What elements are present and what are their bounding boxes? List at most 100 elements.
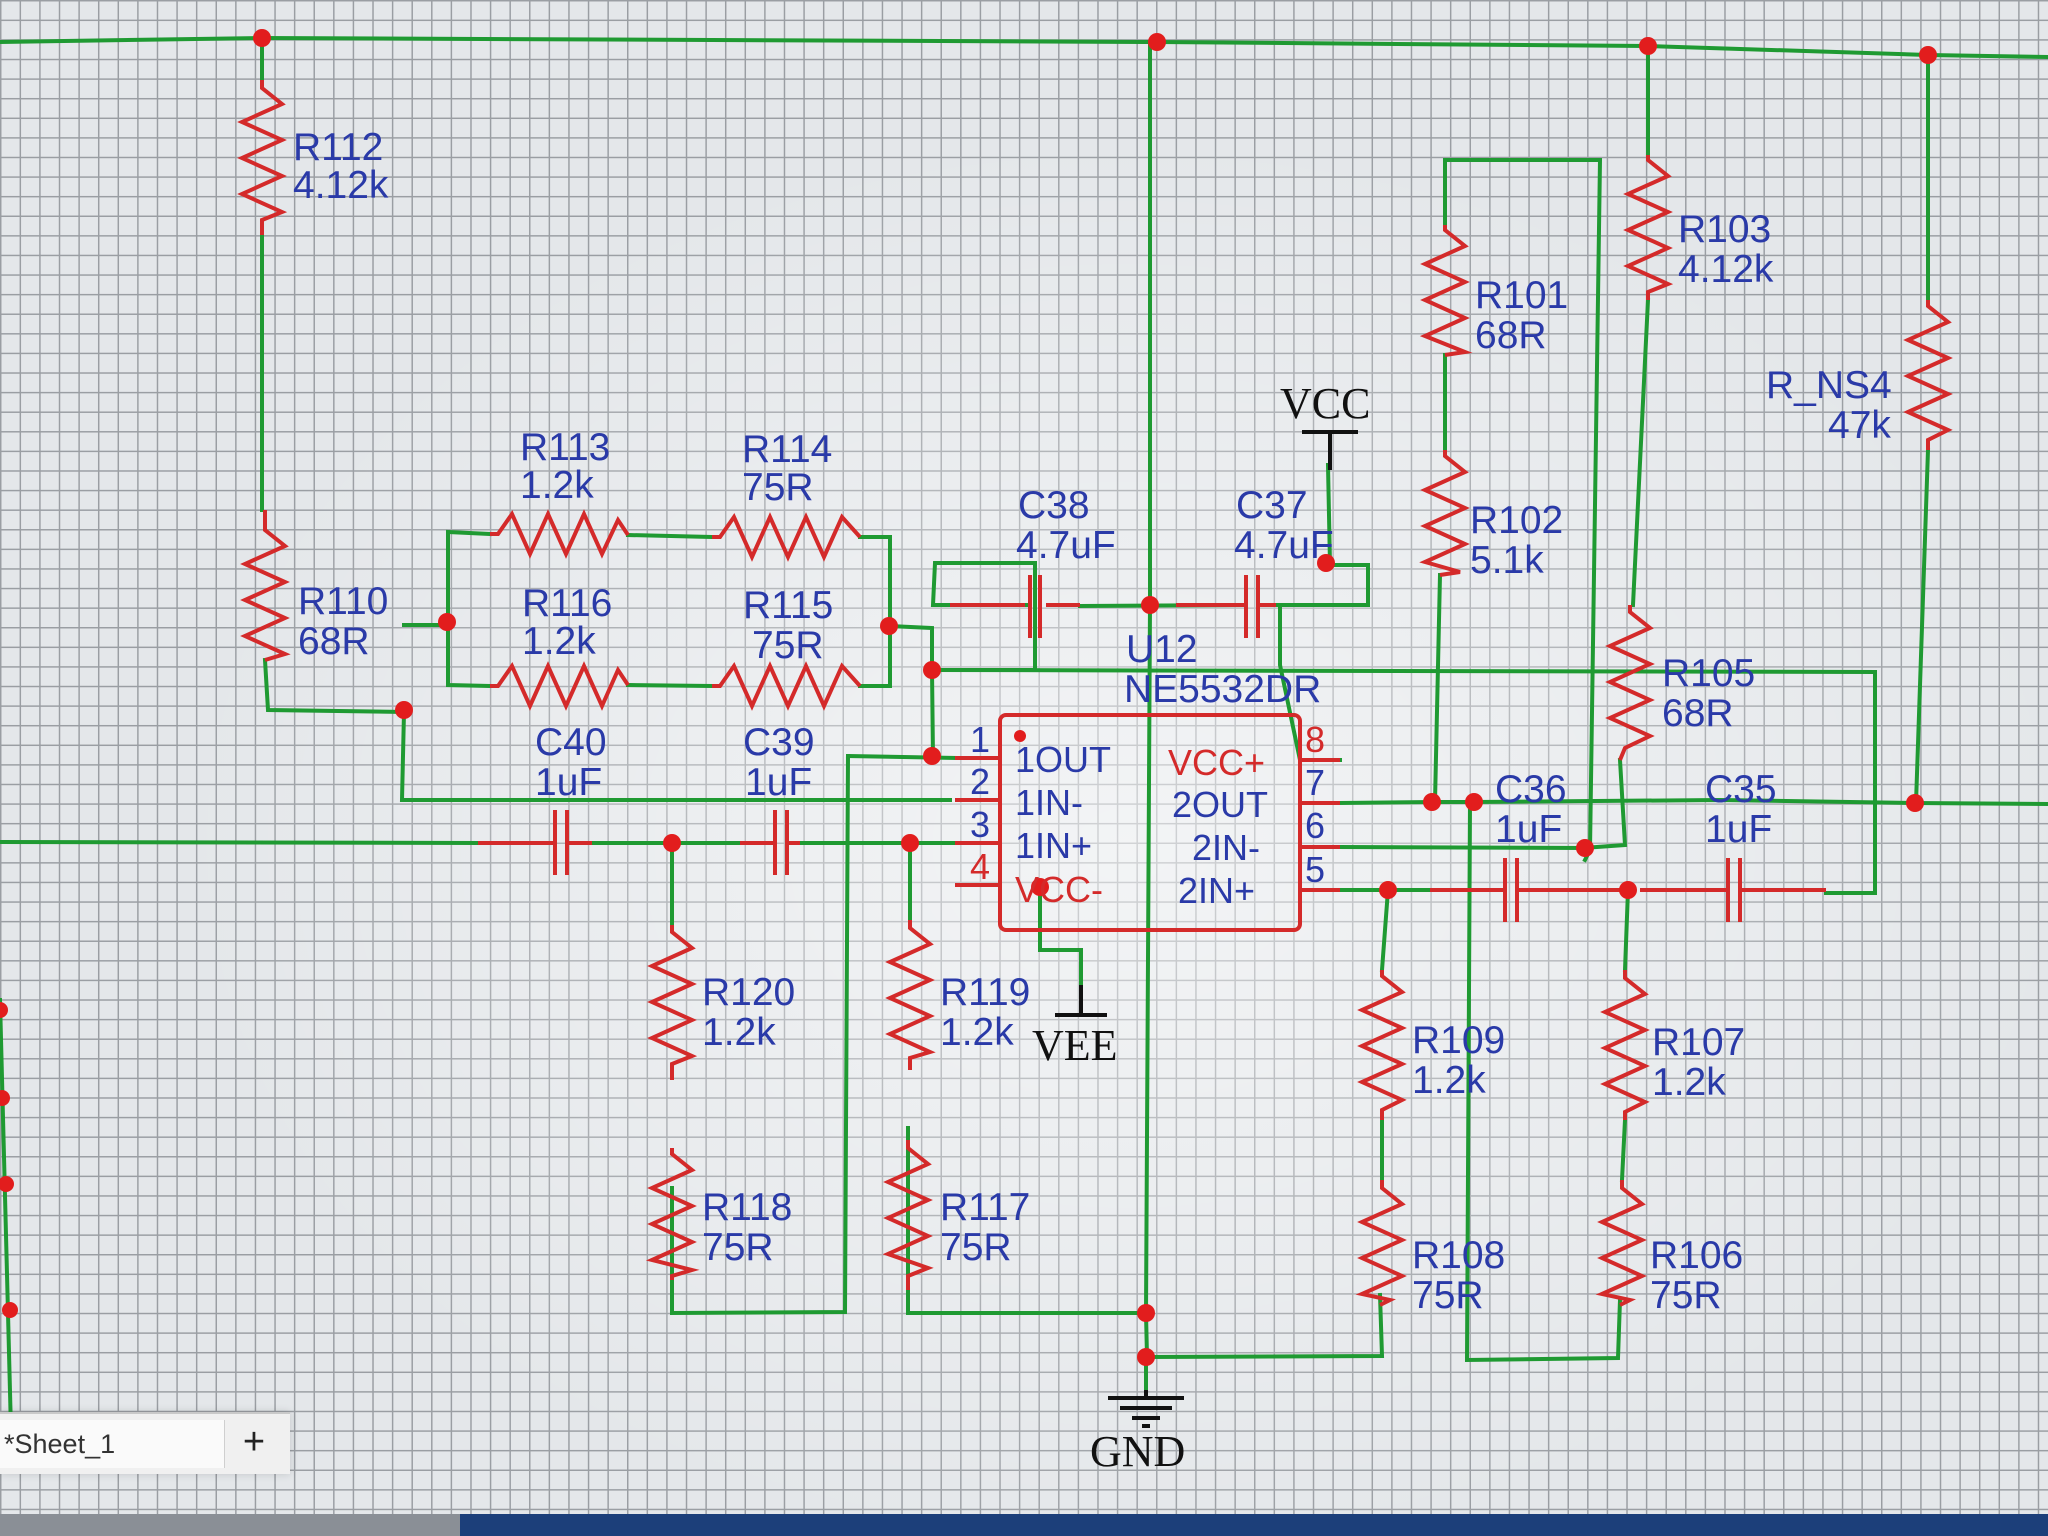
resistor-R109-body [1357,970,1407,1120]
label-C35-value: 1uF [1705,808,1772,851]
label-R119-ref: R119 [940,971,1030,1014]
taskbar-strip-left [0,1514,460,1536]
sheet-tab-bar: *Sheet_1 + [0,1412,290,1474]
ic-pin-number: 3 [970,804,990,845]
label-R113-ref: R113 [520,426,610,469]
label-gnd: GND [1090,1427,1185,1476]
gnd-symbol [1108,1390,1184,1428]
label-C37-ref: C37 [1236,484,1308,527]
resistor-R105-body [1605,605,1655,761]
capacitor-C38-body [950,575,1080,638]
capacitor-C36-body [1430,858,1620,922]
ic-pin1-marker [1014,730,1026,742]
sheet-tab[interactable]: *Sheet_1 [0,1420,225,1468]
ic-pin-number: 5 [1305,849,1325,890]
label-R117-value: 75R [940,1226,1012,1269]
label-C39-value: 1uF [745,761,812,804]
capacitor-labels: C38 4.7uF C37 4.7uF C40 1uF C39 1uF C36 … [535,484,1777,851]
label-C40-ref: C40 [535,721,607,764]
label-R102-ref: R102 [1470,499,1563,542]
label-C35-ref: C35 [1705,768,1777,811]
label-R120-value: 1.2k [702,1011,776,1054]
ic-pin-name: 2IN+ [1178,870,1255,911]
label-C37-value: 4.7uF [1234,524,1334,567]
label-C40-value: 1uF [535,761,602,804]
label-R101-ref: R101 [1475,274,1568,317]
resistor-R119-body [885,920,936,1070]
label-R107-ref: R107 [1652,1021,1745,1064]
ic-pin-number: 1 [970,719,990,760]
vee-symbol [1055,985,1107,1017]
ic-pin-name: 2OUT [1172,784,1268,825]
power-symbols [1055,430,1358,1428]
resistor-R114-body [712,512,862,562]
ic-pin-number: 4 [970,846,990,887]
resistor-R107-body [1600,970,1650,1120]
resistor-R102-body [1419,450,1470,577]
ic-U12-outline[interactable] [998,713,1302,932]
label-R106-value: 75R [1650,1274,1722,1317]
label-R115-ref: R115 [743,584,833,627]
resistor-R_NS4-body [1903,300,1953,450]
vcc-symbol [1302,430,1358,470]
label-R113-value: 1.2k [520,464,594,507]
resistor-R103-body [1623,155,1674,300]
ic-U12[interactable] [955,713,1340,932]
label-R109-value: 1.2k [1412,1059,1486,1102]
label-C38-ref: C38 [1018,484,1090,527]
label-R103-value: 4.12k [1678,248,1774,291]
label-vcc: VCC [1280,379,1370,428]
ic-pin-name: 1IN- [1015,782,1083,823]
label-R110-value: 68R [298,620,370,663]
label-C39-ref: C39 [743,721,815,764]
resistor-R108-body [1355,1180,1407,1307]
label-R119-value: 1.2k [940,1011,1014,1054]
label-R114-value: 75R [742,466,814,509]
ic-part-number: NE5532DR [1124,668,1321,711]
label-R_NS4-value: 47k [1828,404,1891,447]
ic-designator: U12 [1126,628,1198,671]
label-vee: VEE [1032,1021,1118,1070]
ic-pin-name: 2IN- [1192,827,1260,868]
resistor-R117-body [882,1140,934,1290]
ic-pin-number: 8 [1305,719,1325,760]
resistor-R110-body [240,510,291,662]
label-R109-ref: R109 [1412,1019,1505,1062]
label-R_NS4-ref: R_NS4 [1766,364,1892,407]
ic-pin-name: VCC+ [1168,742,1265,783]
resistor-R120-body [647,925,698,1080]
ic-pin-name: 1OUT [1015,739,1111,780]
resistor-labels: R112 4.12k R103 4.12k R101 68R R_NS4 47k… [293,126,1892,1317]
resistor-R106-body [1595,1180,1647,1307]
label-R101-value: 68R [1475,314,1547,357]
ic-pin-number: 7 [1305,762,1325,803]
junction-dots [0,29,1937,1366]
label-R114-ref: R114 [742,428,832,471]
label-R112-ref: R112 [293,126,383,169]
capacitor-C40-body [478,810,592,875]
ic-pin-number: 6 [1305,805,1325,846]
resistor-R101-body [1419,225,1473,357]
label-R108-ref: R108 [1412,1234,1505,1277]
label-C36-ref: C36 [1495,768,1567,811]
ic-pin-number: 2 [970,761,990,802]
add-sheet-button[interactable]: + [242,1421,266,1463]
label-R116-value: 1.2k [522,620,596,663]
label-R105-ref: R105 [1662,652,1755,695]
label-R118-value: 75R [702,1226,774,1269]
capacitor-C39-body [740,810,800,875]
resistor-R118-body [645,1148,700,1280]
power-labels: VCC VEE GND [1032,379,1370,1476]
label-R116-ref: R116 [522,582,612,625]
ic-pin-name: 1IN+ [1015,825,1092,866]
label-R117-ref: R117 [940,1186,1030,1229]
capacitor-C37-body [1176,575,1276,638]
label-R118-ref: R118 [702,1186,792,1229]
capacitor-C35-body [1640,858,1826,922]
ic-pin-name: VCC- [1015,869,1103,910]
label-R120-ref: R120 [702,971,795,1014]
taskbar-strip [0,1514,2048,1536]
label-R103-ref: R103 [1678,208,1771,251]
